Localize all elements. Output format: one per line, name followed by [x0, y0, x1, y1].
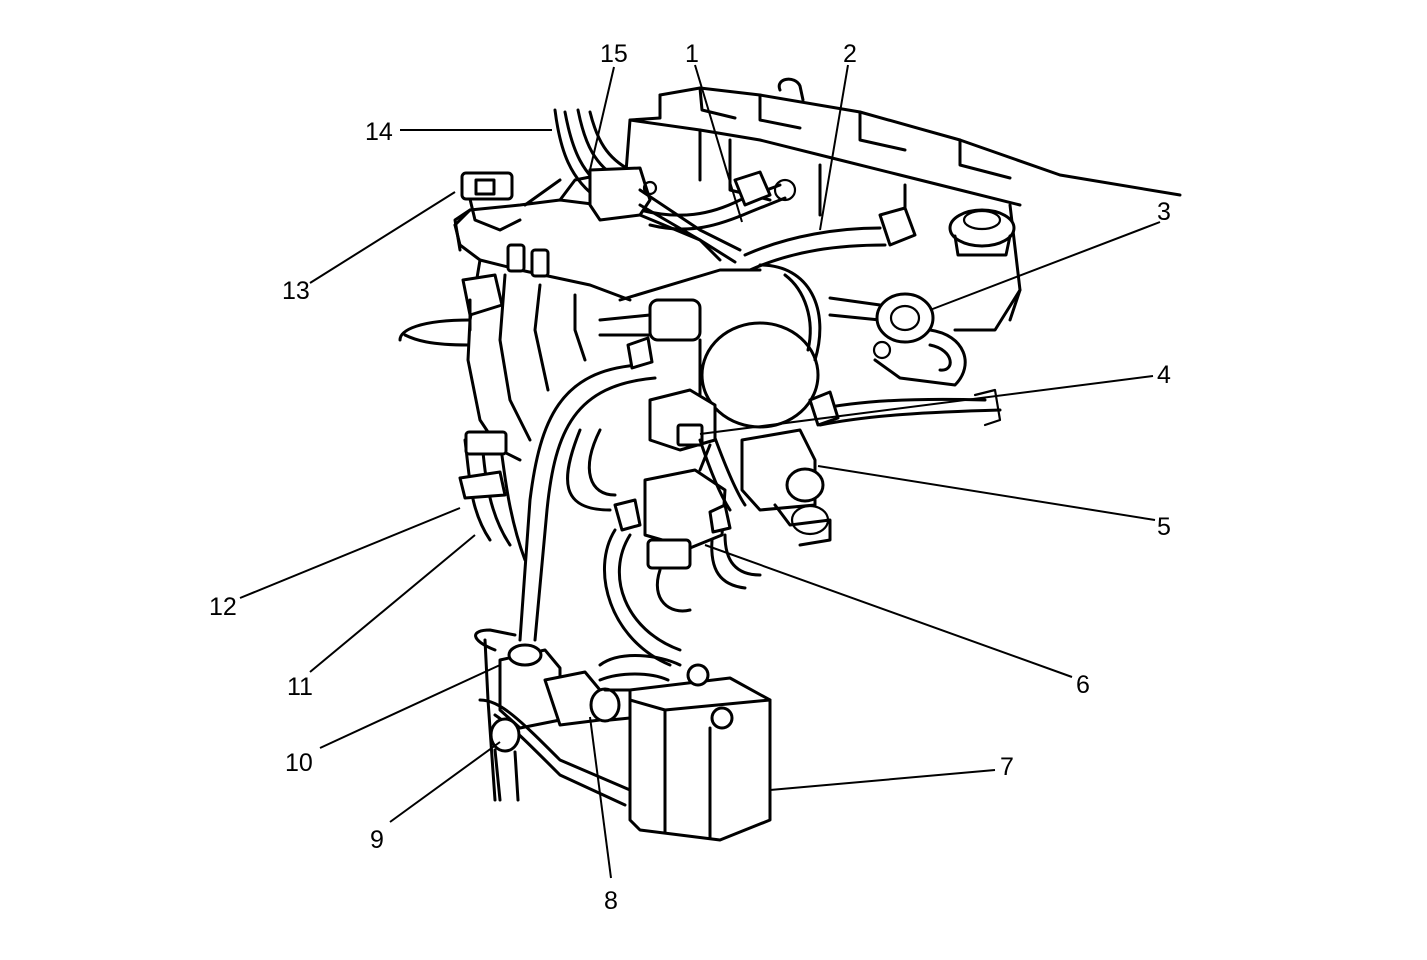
canister-valve: [474, 628, 632, 807]
callout-15: 15: [600, 40, 628, 68]
cylinder-head: [623, 77, 1182, 332]
callout-labels: 1 2 3 4 5 6 7 8 9 10 11 12 13 14 15: [209, 40, 1171, 915]
leader-lines: [239, 64, 1161, 879]
hose-2: [743, 226, 882, 257]
hose-clamp-1: [733, 170, 772, 207]
evap-canister: [598, 654, 772, 842]
hose-clamp-2: [878, 206, 917, 247]
callout-11: 11: [287, 673, 313, 701]
callout-3: 3: [1157, 198, 1171, 226]
callout-5: 5: [1157, 513, 1171, 541]
callout-2: 2: [843, 40, 857, 68]
callout-1: 1: [685, 40, 699, 68]
callout-12: 12: [209, 593, 237, 621]
callout-14: 14: [365, 118, 393, 146]
callout-9: 9: [370, 826, 384, 854]
wire-harness: [553, 108, 742, 264]
purge-valve: [828, 292, 967, 387]
throttle-body: [598, 263, 822, 429]
oil-filler-cap: [948, 208, 1016, 257]
solenoid-5: [740, 428, 832, 547]
callout-6: 6: [1076, 671, 1090, 699]
callout-8: 8: [604, 887, 618, 915]
sensor-4: [648, 388, 717, 452]
callout-4: 4: [1157, 361, 1171, 389]
map-sensor-13: [460, 171, 522, 232]
callout-7: 7: [1000, 753, 1014, 781]
callout-10: 10: [285, 749, 313, 777]
callout-13: 13: [282, 277, 310, 305]
solenoid-6: [613, 443, 732, 570]
